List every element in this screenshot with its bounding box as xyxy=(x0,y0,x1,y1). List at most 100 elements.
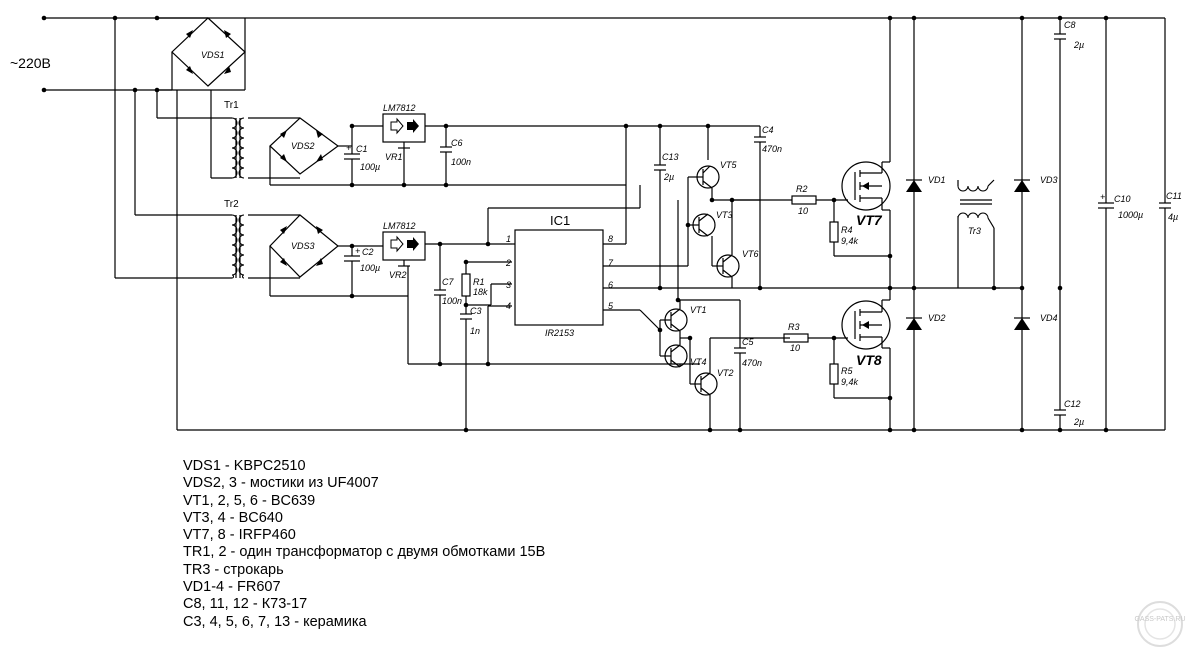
note-item: VDS2, 3 - мостики из UF4007 xyxy=(183,475,379,492)
vds2-label: VDS2 xyxy=(291,141,315,151)
note-item: TR1, 2 - один трансформатор с двумя обмо… xyxy=(183,544,546,561)
capacitors-output: C8 2µ C12 2µ + C10 1000µ C11 4µ xyxy=(1054,15,1182,433)
c6-label: C6 xyxy=(451,138,463,148)
c11-label: C11 xyxy=(1166,191,1182,201)
watermark-logo: GASS-PATS.RU xyxy=(1128,598,1192,650)
note-item: VDS1 - KBPC2510 xyxy=(183,458,306,474)
capacitor-c1: C1 100µ + xyxy=(344,123,383,188)
c12-value: 2µ xyxy=(1073,417,1084,427)
vr2-label: VR2 xyxy=(389,270,407,280)
c2-value: 100µ xyxy=(360,263,380,273)
vds1-label: VDS1 xyxy=(201,50,225,60)
bridge-vds2: VDS2 xyxy=(248,117,626,186)
tr3-label: Tr3 xyxy=(968,226,981,236)
bridge-vds1: VDS1 xyxy=(157,17,246,91)
ic1-ir2153: IC1 IR2153 1 2 3 4 8 7 6 5 xyxy=(485,123,1000,338)
note-item: C8, 11, 12 - К73-17 xyxy=(183,596,308,613)
vr1-label: VR1 xyxy=(385,152,403,162)
c11-value: 4µ xyxy=(1168,212,1178,222)
c2-label: C2 xyxy=(362,247,374,257)
svg-text:+: + xyxy=(1100,192,1105,202)
r1-value: 18k xyxy=(473,287,488,297)
svg-text:+: + xyxy=(355,246,360,256)
c7-label: C7 xyxy=(442,277,454,287)
capacitor-c6: C6 100n xyxy=(440,123,471,188)
svg-text:+: + xyxy=(346,143,351,153)
vt4-label: VT4 xyxy=(690,357,707,367)
c12-label: C12 xyxy=(1064,399,1081,409)
c10-label: C10 xyxy=(1114,194,1131,204)
resistor-r1: R1 18k xyxy=(461,259,512,306)
c4-value: 470n xyxy=(762,144,782,154)
diodes-vd1-vd2: VD1 VD2 xyxy=(906,15,946,433)
r5-value: 9,4k xyxy=(841,377,859,387)
vt3-label: VT3 xyxy=(716,210,733,220)
mosfet-vt8: R3 10 R5 9,4k VT8 xyxy=(783,285,893,433)
r2-label: R2 xyxy=(796,184,808,194)
c13-label: C13 xyxy=(662,152,679,162)
vr2-type: LM7812 xyxy=(383,221,416,231)
component-notes: VDS1 - KBPC2510 VDS2, 3 - мостики из UF4… xyxy=(183,458,545,631)
r4-label: R4 xyxy=(841,225,853,235)
tr1-label: Tr1 xyxy=(224,100,239,111)
vt8-label: VT8 xyxy=(856,352,882,368)
c10-value: 1000µ xyxy=(1118,210,1143,220)
note-item: VT7, 8 - IRFP460 xyxy=(183,527,296,544)
pin-6: 6 xyxy=(608,280,613,290)
ic1-label: IC1 xyxy=(550,213,570,228)
regulator-vr1: LM7812 VR1 xyxy=(382,103,760,188)
capacitor-c7: C7 100n xyxy=(434,241,462,367)
vr1-type: LM7812 xyxy=(383,103,416,113)
c5-label: C5 xyxy=(742,337,754,347)
vd3-label: VD3 xyxy=(1040,175,1058,185)
transformer-tr1: Tr1 xyxy=(114,18,245,278)
r4-value: 9,4k xyxy=(841,236,859,246)
note-item: C3, 4, 5, 6, 7, 13 - керамика xyxy=(183,613,367,630)
diodes-vd3-vd4: VD3 VD4 xyxy=(1014,15,1058,433)
pin-1: 1 xyxy=(506,234,511,244)
vd4-label: VD4 xyxy=(1040,313,1058,323)
vd1-label: VD1 xyxy=(928,175,946,185)
transformer-tr3: Tr3 xyxy=(957,179,1022,291)
note-item: VD1-4 - FR607 xyxy=(183,579,281,596)
note-item: TR3 - строкарь xyxy=(183,561,284,578)
r5-label: R5 xyxy=(841,366,853,376)
vt7-label: VT7 xyxy=(856,212,883,228)
c3-value: 1n xyxy=(470,326,480,336)
ic1-type: IR2153 xyxy=(545,328,574,338)
pin-7: 7 xyxy=(608,258,614,268)
r2-value: 10 xyxy=(798,206,808,216)
r1-label: R1 xyxy=(473,277,485,287)
capacitor-c2: C2 100µ + xyxy=(344,243,383,299)
note-item: VT3, 4 - BC640 xyxy=(183,509,283,526)
mains-label: ~220В xyxy=(10,55,51,71)
vt2-label: VT2 xyxy=(717,368,734,378)
circuit-schematic: ~220В VDS1 Tr1 xyxy=(10,15,1182,433)
r3-label: R3 xyxy=(788,322,800,332)
watermark-icon xyxy=(1137,601,1183,647)
c7-value: 100n xyxy=(442,296,462,306)
note-item: VT1, 2, 5, 6 - BC639 xyxy=(183,492,316,509)
c1-value: 100µ xyxy=(360,162,380,172)
vds3-label: VDS3 xyxy=(291,241,315,251)
pin-5: 5 xyxy=(608,301,614,311)
c5-value: 470n xyxy=(742,358,762,368)
regulator-vr2: LM7812 VR2 xyxy=(382,221,700,365)
vd2-label: VD2 xyxy=(928,313,946,323)
c8-label: C8 xyxy=(1064,20,1076,30)
c8-value: 2µ xyxy=(1073,40,1084,50)
c13-value: 2µ xyxy=(663,172,674,182)
c6-value: 100n xyxy=(451,157,471,167)
high-side-driver: C13 2µ VT5 VT3 VT6 xyxy=(639,123,782,291)
c4-label: C4 xyxy=(762,125,774,135)
tr2-label: Tr2 xyxy=(224,199,239,210)
c3-label: C3 xyxy=(470,306,482,316)
low-side-driver: VT1 VT4 VT2 C5 470n xyxy=(657,200,790,430)
mosfet-vt7: R2 10 R4 9,4k VT7 xyxy=(729,15,893,288)
pin-4: 4 xyxy=(506,301,511,311)
mains-input: ~220В xyxy=(10,15,1165,93)
vt5-label: VT5 xyxy=(720,160,738,170)
bridge-vds3: VDS3 xyxy=(248,214,408,297)
watermark-text: GASS-PATS.RU xyxy=(1134,616,1186,623)
capacitor-c3: C3 1n xyxy=(460,302,482,430)
